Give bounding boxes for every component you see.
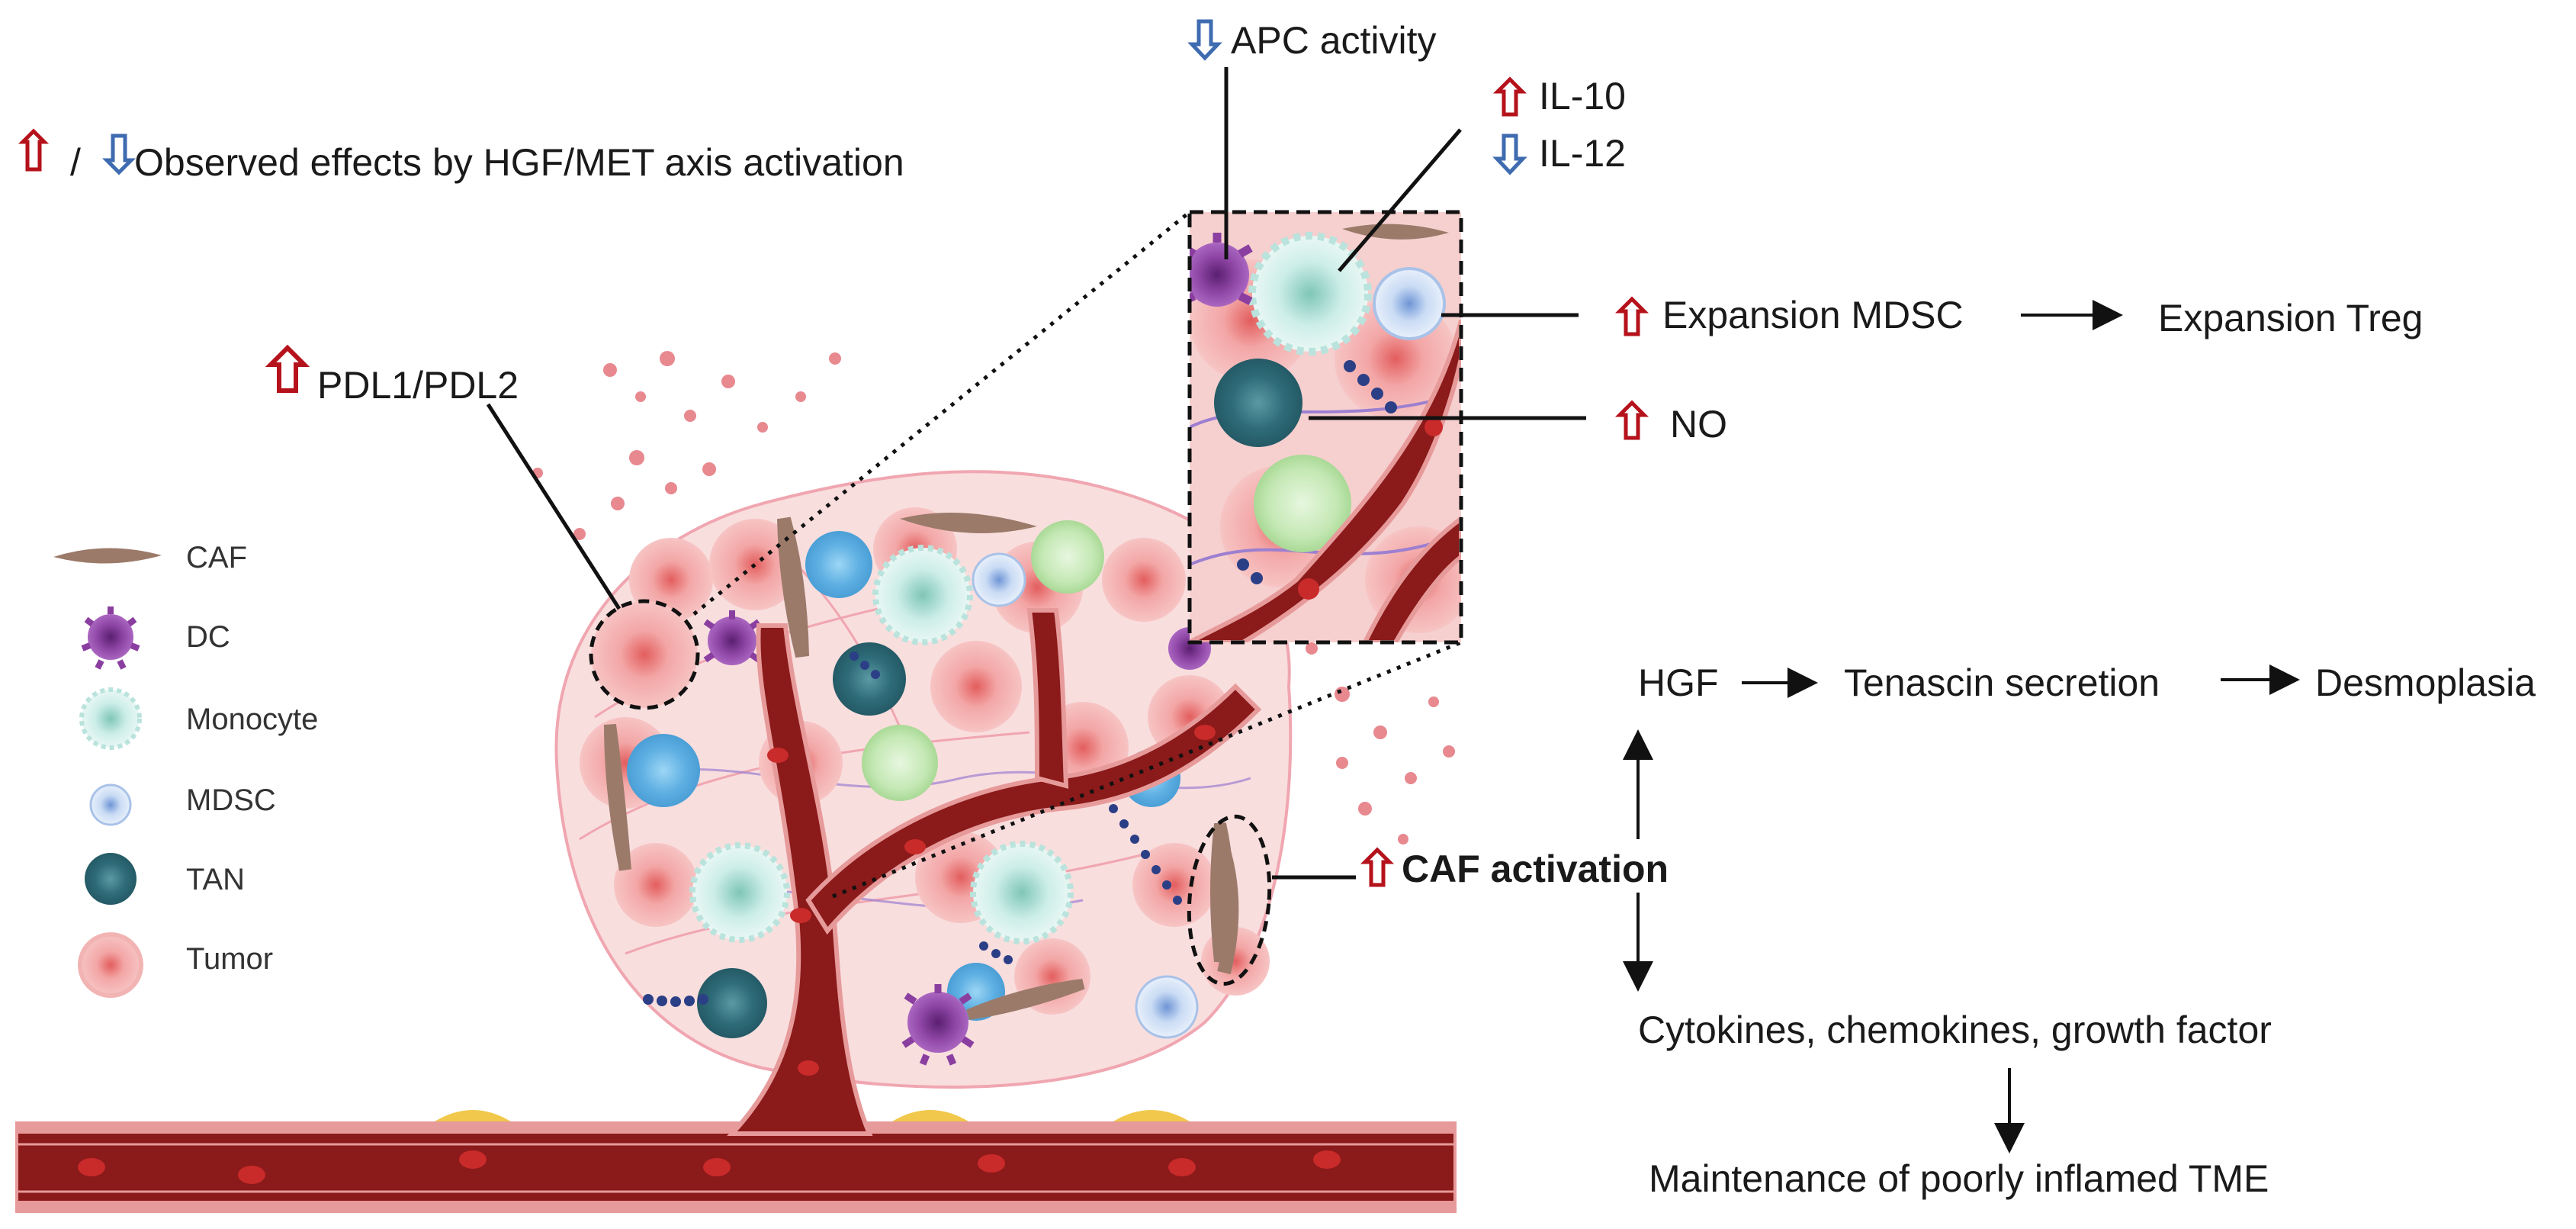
legend-label-tumor: Tumor [186,942,273,976]
legend-item-dc: DC [81,606,230,670]
maintenance-label: Maintenance of poorly inflamed TME [1649,1157,2269,1200]
immune-cells [627,520,1211,1066]
il10-label: IL-10 [1539,75,1626,117]
up-arrow-icon [1492,76,1527,117]
legend-item-caf: CAF [53,541,247,574]
no-label: NO [1670,403,1727,446]
down-arrow-icon [1187,19,1222,61]
pdl-highlight-circle [589,599,700,710]
mdsc-expansion-label: Expansion MDSC [1662,294,1964,336]
up-arrow-icon [18,128,50,172]
legend-header: / Observed effects by HGF/MET axis activ… [18,128,904,184]
legend-item-monocyte: Monocyte [79,687,318,750]
up-arrow-icon [1360,847,1395,887]
scattered-particles [532,351,1455,845]
desmoplasia-label: Desmoplasia [2315,661,2536,704]
down-arrow-icon [1492,134,1527,175]
dc-icon [81,606,140,670]
hgf-label: HGF [1638,661,1719,704]
cytokines-label: Cytokines, chemokines, growth factor [1638,1009,2272,1051]
caf-icon [53,548,162,564]
legend-label-caf: CAF [186,541,247,574]
blood-vessel [15,608,1457,1213]
monocyte-icon [79,687,142,750]
zoom-inset [692,210,1463,899]
legend-title: Observed effects by HGF/MET axis activat… [134,141,904,184]
bead-chains [643,651,1182,1007]
annotation-lines [486,67,2300,1153]
caf-highlight [1187,814,1272,986]
mdsc-icon [89,783,132,826]
legend-item-tumor: Tumor [78,932,273,998]
legend-item-mdsc: MDSC [89,783,276,826]
legend-label-mdsc: MDSC [186,783,276,817]
up-arrow-icon [1614,400,1649,440]
tumor-illustration [15,351,1457,1213]
tenascin-label: Tenascin secretion [1844,661,2160,704]
legend-label-monocyte: Monocyte [186,703,318,736]
tumor-icon [78,932,143,998]
up-arrow-icon [1614,296,1649,336]
tan-icon [85,853,137,905]
legend-item-tan: TAN [85,853,245,905]
caf-activation-label: CAF activation [1402,848,1669,890]
down-arrow-icon [101,134,137,175]
legend-separator: / [70,141,81,184]
legend-label-dc: DC [186,620,230,654]
effect-indicators [265,19,1649,887]
legend-label-tan: TAN [186,863,245,896]
up-arrow-icon [265,344,310,393]
treg-expansion-label: Expansion Treg [2158,297,2423,339]
cell-legend: CAF DC Monocyte MDSC TAN Tumor [53,541,318,998]
il12-label: IL-12 [1539,132,1626,175]
apc-activity-label: APC activity [1231,19,1437,62]
pdl-label: PDL1/PDL2 [317,364,519,407]
text-labels: APC activity IL-10 IL-12 PDL1/PDL2 Expan… [317,19,2536,1200]
